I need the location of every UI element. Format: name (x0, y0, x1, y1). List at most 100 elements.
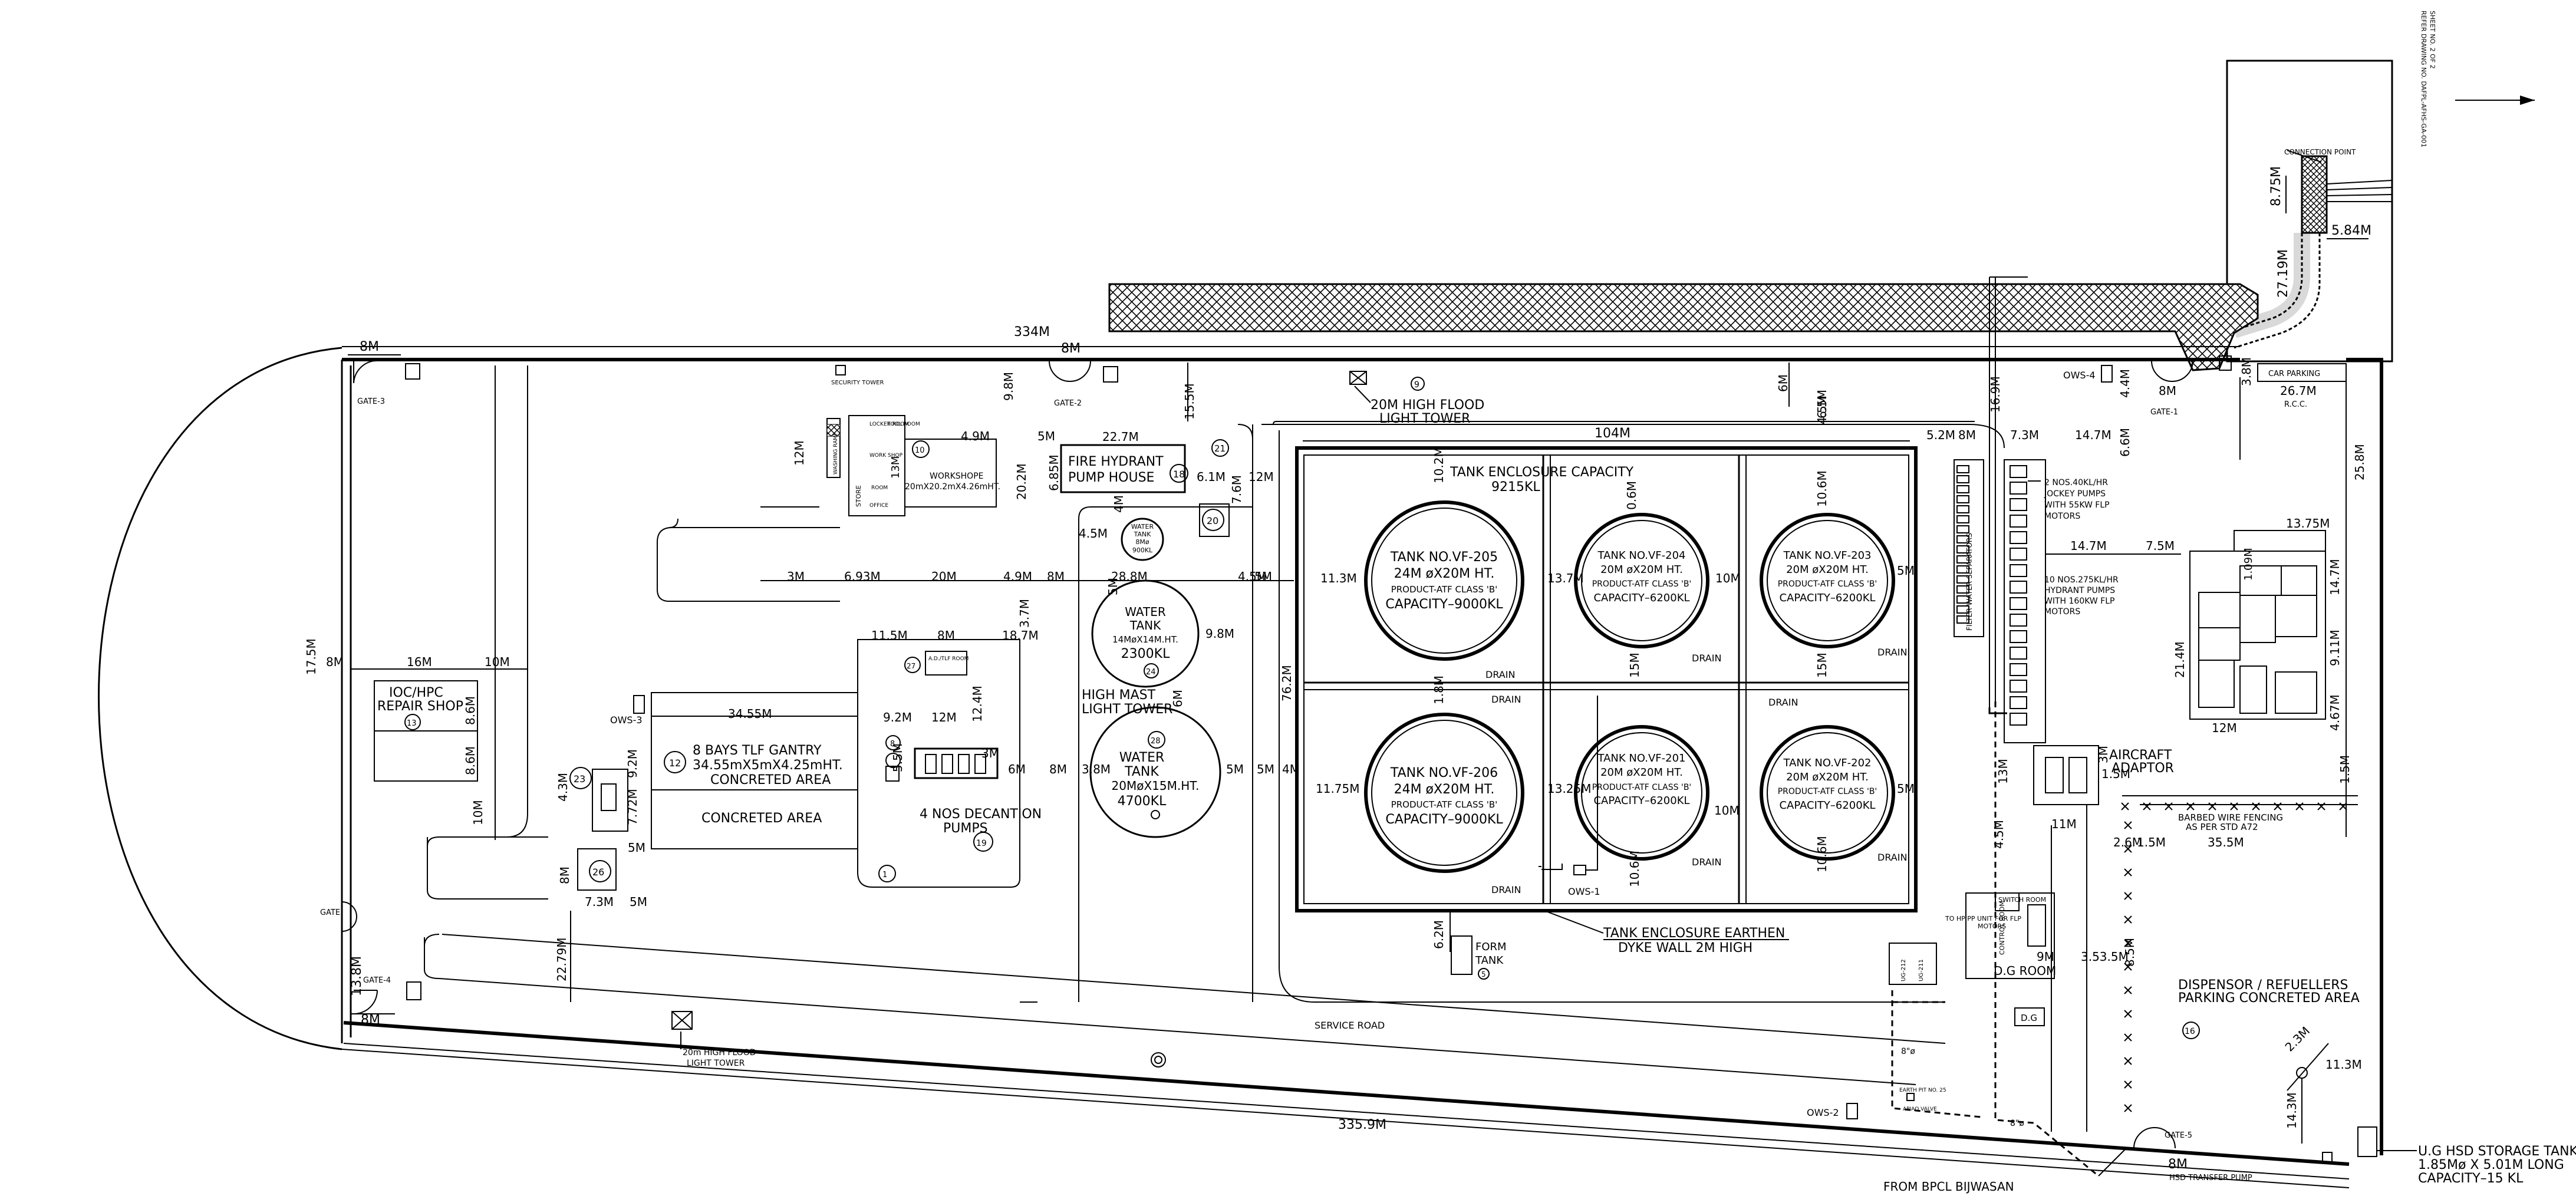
decantation-area: A.D./TLF ROOM 27 11.5M 8M 12.4M 8 9.2M 1… (857, 628, 1042, 888)
tank-vf-206-capacity: CAPACITY–9000KL (1385, 812, 1503, 827)
dim-35-5: 35.5M (2208, 835, 2244, 849)
item-23-area: 23 4.3M 9.2M 7.72M 5M (556, 749, 645, 855)
dim-8-g: 8M (1049, 762, 1067, 776)
dim-22-79: 22.79M (555, 937, 569, 981)
flood-top-number: 9 (1414, 380, 1419, 390)
dim-8-gate5: 8M (2168, 1157, 2188, 1172)
dim-6-93: 6.93M (844, 569, 881, 584)
dim-8-gate3: 8M (360, 340, 379, 354)
gate-1[interactable]: GATE-1 (2150, 355, 2232, 417)
ug-211-label: UG-211 (1918, 959, 1925, 981)
switch-room-label: SWITCH ROOM (1998, 896, 2046, 904)
decant-8: 8 (890, 740, 895, 749)
dim-3-b: 3M (981, 746, 999, 760)
tank-vf-204[interactable]: TANK NO.VF-204 20M øX20M HT. PRODUCT-ATF… (1574, 513, 1709, 648)
wt1-number: 24 (1146, 668, 1156, 677)
connection-point-label: CONNECTION POINT (2284, 148, 2356, 156)
ows-3-label: OWS-3 (610, 714, 643, 726)
pipeline-bpcl: 8"ø 8"ø EARTH PIT NO. 25 APIAO VALVE FRO… (1883, 276, 2126, 1194)
dim-335-9: 335.9M (1338, 1118, 1386, 1132)
dim-4-4: 4.4M (2118, 369, 2132, 398)
foam-tank: FORM TANK 5 (1451, 935, 1507, 980)
drain-5: DRAIN (1768, 697, 1798, 708)
item-26: 26 (592, 866, 604, 878)
dim-11-right: 11M (2051, 817, 2077, 831)
dim-6-top: 6M (1776, 374, 1790, 392)
dim-25-8: 25.8M (2353, 444, 2367, 480)
tank-vf-205[interactable]: TANK NO.VF-205 24M øX20M HT. PRODUCT-ATF… (1364, 500, 1524, 661)
ug-line-1: U.G HSD STORAGE TANK (2418, 1144, 2576, 1159)
dim-14-7-c: 14.7M (2070, 539, 2107, 553)
dim-22-7: 22.7M (1102, 430, 1139, 444)
dim-5-a: 5M (1897, 564, 1915, 578)
dim-15-a: 15M (1628, 653, 1642, 678)
dim-5-g: 5M (1257, 762, 1274, 776)
security-tower: SECURITY TOWER (831, 365, 884, 386)
dim-6-85: 6.85M (1047, 454, 1061, 491)
dim-20: 20M (931, 569, 957, 584)
fire-hydrant-number: 18 (1173, 469, 1185, 480)
aircraft-line-2: ADAPTOR (2111, 761, 2174, 776)
pump-cell (2010, 465, 2027, 478)
gate-2[interactable]: GATE-2 (1049, 360, 1118, 408)
dim-12-b: 12M (1249, 470, 1274, 484)
tank-vf-205-capacity: CAPACITY–9000KL (1385, 597, 1503, 612)
fence-cross-mark (2208, 802, 2216, 810)
decant-line-2: PUMPS (943, 821, 988, 836)
gate-5-label: GATE-5 (2165, 1131, 2192, 1140)
gate-5[interactable]: GATE-5 8M (2133, 1127, 2192, 1172)
pump-cell (2010, 564, 2027, 577)
fence-cross-mark (2121, 802, 2129, 810)
tank-vf-201[interactable]: TANK NO.VF-201 20M øX20M HT. PRODUCT-ATF… (1574, 725, 1709, 861)
dim-9-8: 9.8M (1002, 372, 1016, 401)
flood-light-tower-top: 9 20M HIGH FLOOD LIGHT TOWER (1349, 371, 1484, 426)
aircraft-line-1: AIRCRAFT (2109, 748, 2172, 763)
fence-cross-mark (2339, 802, 2347, 810)
connection-point-block (2301, 155, 2328, 234)
dim-8-e: 8M (1047, 569, 1065, 584)
water-tank-4700kl: 28 WATER TANK 20MøX15M.HT. 4700KL 3.8M 5… (1049, 706, 1300, 838)
dim-5-5: 5.5M (891, 743, 905, 772)
tank-vf-203[interactable]: TANK NO.VF-203 20M øX20M HT. PRODUCT-ATF… (1760, 513, 1895, 648)
ows-4-label: OWS-4 (2063, 370, 2096, 381)
dispenser-line-2: PARKING CONCRETED AREA (2178, 991, 2360, 1006)
item-23: 23 (574, 773, 585, 785)
dim-27-19: 27.19M (2276, 249, 2291, 298)
fence-cross-mark (2124, 892, 2132, 900)
tank-vf-206-product: PRODUCT-ATF CLASS 'B' (1391, 799, 1498, 810)
tank-vf-202[interactable]: TANK NO.VF-202 20M øX20M HT. PRODUCT-ATF… (1760, 725, 1895, 861)
dim-7-5: 7.5M (2146, 539, 2175, 553)
tank-vf-206[interactable]: TANK NO.VF-206 24M øX20M HT. PRODUCT-ATF… (1364, 713, 1524, 873)
locker-room-label: LOCKER ROOM (869, 421, 909, 427)
dyke-wall-note: TANK ENCLOSURE EARTHEN DYKE WALL 2M HIGH (1544, 910, 1789, 956)
gate-3[interactable]: GATE-3 (353, 360, 420, 406)
dim-8-j: 8M (326, 655, 344, 669)
dim-14-7-a: 14.7M (2075, 428, 2111, 442)
ows-4: OWS-4 (2063, 365, 2113, 383)
dim-10-c: 10M (485, 655, 510, 669)
ug-line-2: 1.85Mø X 5.01M LONG (2418, 1158, 2564, 1172)
hp-pp-line-2: MOTORS (1978, 922, 2006, 930)
tlf-number: 12 (669, 757, 681, 769)
dim-3-8-b: 3.8M (1082, 762, 1111, 776)
dyke-line-2: DYKE WALL 2M HIGH (1618, 941, 1753, 956)
tank-vf-201-capacity: CAPACITY–6200KL (1593, 795, 1689, 807)
ug-212-label: UG-212 (1900, 959, 1907, 981)
gate-west[interactable]: GATE (320, 901, 357, 932)
dim-5-f: 5M (1226, 762, 1244, 776)
fence-cross-mark (2124, 963, 2132, 971)
power-block: SWITCH ROOM CONTROL ROOM D.G ROOM D.G 4.… (1889, 759, 2137, 1026)
dim-12-d: 12M (931, 710, 957, 724)
reference-note: REFER DRAWING NO. DAFPL-AFHS-GA-001 SHEE… (2420, 11, 2436, 147)
tank-vf-201-no: TANK NO.VF-201 (1597, 752, 1685, 765)
hydrant-line-1: 10 NOS.275KL/HR (2044, 575, 2119, 585)
hydrant-line-3: WITH 160KW FLP (2044, 597, 2115, 606)
gate-4[interactable]: GATE-4 13.8M 8M (350, 956, 421, 1027)
dim-14-3: 14.3M (2285, 1092, 2299, 1129)
decant-line-1: 4 NOS DECANTION (920, 807, 1042, 822)
tank-vf-204-product: PRODUCT-ATF CLASS 'B' (1592, 579, 1692, 589)
filter-separator-cell (1956, 595, 1969, 604)
jockey-line-2: JOCKEY PUMPS (2044, 489, 2106, 499)
dim-7-3: 7.3M (2010, 428, 2039, 442)
dg-label: D.G (2021, 1013, 2037, 1023)
